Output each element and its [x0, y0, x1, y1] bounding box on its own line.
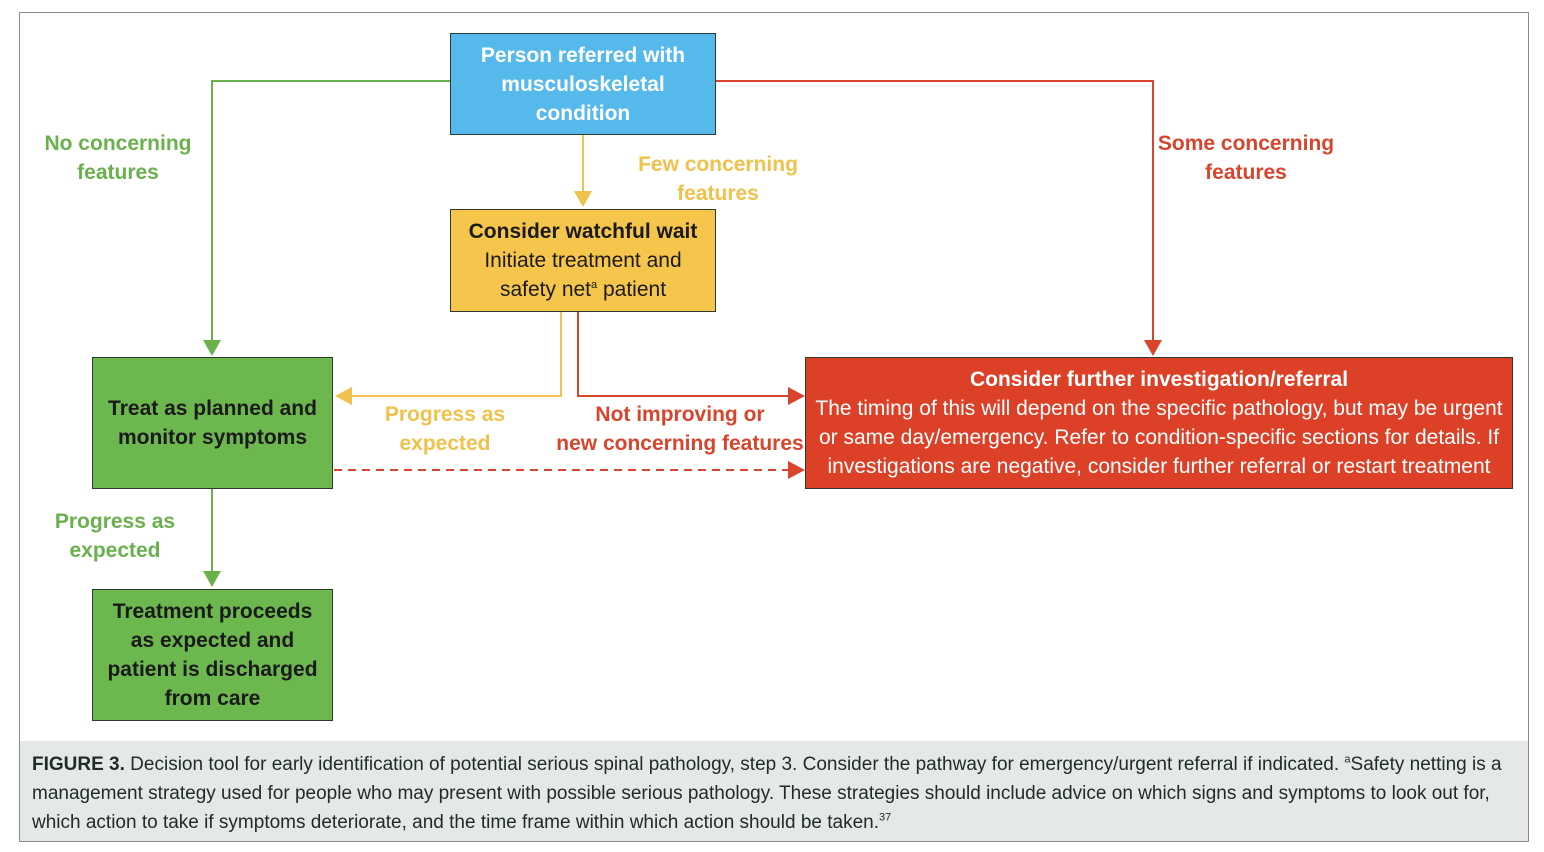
node-watchful-wait-title: Consider watchful wait [468, 220, 698, 243]
node-treat-as-planned: Treat as planned and monitor symptoms [92, 357, 333, 489]
node-further-investigation: Consider further investigation/referral … [805, 357, 1513, 489]
node-referral-line3: investigations are negative, consider fu… [827, 455, 1491, 478]
node-treat-line1: Treat as planned and [108, 397, 317, 420]
safety-net-text: safety net [499, 278, 592, 301]
node-discharge-line3: patient is discharged [107, 658, 318, 681]
label-few-concerning-line2: features [677, 182, 759, 205]
label-not-improving-line1: Not improving or [595, 403, 765, 426]
label-progress-green: Progress as expected [40, 507, 190, 565]
arrowhead-treat-icon [203, 340, 221, 356]
arrowhead-watch-icon [574, 191, 592, 207]
node-watchful-wait-line3: safety neta patient [500, 275, 666, 304]
label-progress-green-line2: expected [69, 539, 161, 562]
node-watchful-wait-line2: Initiate treatment and [484, 249, 682, 272]
footnote-a-marker: a [591, 279, 598, 291]
node-treat-line2: monitor symptoms [117, 426, 308, 449]
node-discharge-line2: as expected and [130, 629, 295, 652]
arrowhead-referral-icon [1144, 340, 1162, 356]
label-not-improving: Not improving or new concerning features [548, 400, 812, 458]
edge-progress-amber [350, 312, 562, 397]
caption-figure-label: FIGURE 3. [32, 754, 125, 775]
label-few-concerning: Few concerning features [630, 150, 806, 208]
arrowhead-referral-dashed-icon [788, 461, 805, 479]
label-progress-green-line1: Progress as [54, 510, 176, 533]
arrowhead-discharge-icon [203, 571, 221, 587]
node-person-referred-line2: musculoskeletal [501, 72, 665, 96]
label-no-concerning-line1: No concerning [44, 132, 192, 155]
label-not-improving-line2: new concerning features [556, 432, 804, 455]
arrowhead-treat-amber-icon [335, 387, 352, 405]
edge-some-concerning [716, 80, 1154, 343]
node-treatment-proceeds: Treatment proceeds as expected and patie… [92, 589, 333, 721]
node-watchful-wait: Consider watchful wait Initiate treatmen… [450, 209, 716, 312]
node-discharge-line4: from care [164, 687, 261, 710]
label-some-concerning-line1: Some concerning [1157, 132, 1335, 155]
patient-text: patient [597, 278, 667, 301]
node-referral-line2: or same day/emergency. Refer to conditio… [818, 426, 1500, 449]
node-person-referred-line3: condition [535, 101, 631, 125]
label-few-concerning-line1: Few concerning [638, 153, 798, 176]
figure-caption: FIGURE 3. Decision tool for early identi… [20, 741, 1528, 841]
caption-text-2: Safety netting is a management strategy … [32, 754, 1502, 833]
node-person-referred: Person referred with musculoskeletal con… [450, 33, 716, 135]
label-progress-amber: Progress as expected [370, 400, 520, 458]
label-progress-amber-line2: expected [399, 432, 491, 455]
node-referral-title: Consider further investigation/referral [969, 368, 1349, 391]
label-no-concerning-line2: features [77, 161, 159, 184]
edge-not-improving [577, 312, 790, 397]
label-no-concerning: No concerning features [38, 129, 198, 187]
node-discharge-line1: Treatment proceeds [112, 600, 313, 623]
caption-reference: 37 [878, 811, 892, 824]
node-referral-line1: The timing of this will depend on the sp… [815, 397, 1503, 420]
node-person-referred-line1: Person referred with [480, 43, 686, 67]
label-some-concerning-line2: features [1205, 161, 1287, 184]
arrowhead-referral-red-icon [788, 387, 805, 405]
edge-no-concerning [211, 80, 450, 343]
caption-text-1: Decision tool for early identification o… [124, 754, 1345, 775]
label-some-concerning: Some concerning features [1150, 129, 1342, 187]
label-progress-amber-line1: Progress as [384, 403, 506, 426]
caption-footnote-a: a [1344, 753, 1351, 766]
